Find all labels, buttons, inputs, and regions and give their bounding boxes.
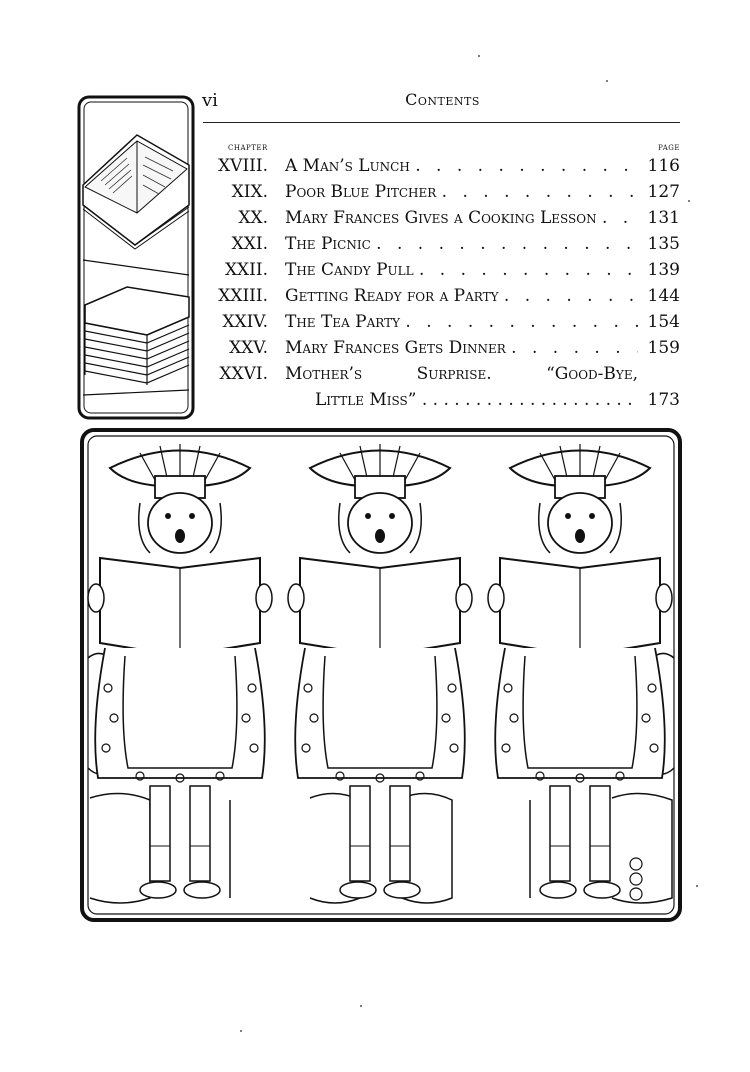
leader-dots: . . . . . . . . . . . . . . . . . . . . … [376,234,638,254]
chapter-title: Getting Ready for a Party . . . . . . . … [285,286,638,306]
page-folio: vi [202,90,218,111]
table-of-contents: CHAPTER PAGE XVIII. A Man’s Lunch . . . .… [200,144,684,416]
toc-entry: XXVI. Mother’s Surprise. “Good-Bye, [200,364,684,390]
running-title: Contents [405,90,480,109]
page-number: 159 [647,338,680,358]
chapter-title: Mary Frances Gets Dinner . . . . . . . .… [285,338,638,358]
leader-dots: . . . . . . . . . . . . . . . . . . . . … [418,260,638,280]
toc-entry: XXII. The Candy Pull . . . . . . . . . . … [200,260,684,286]
leader-dots: . . . . . . . . . . . . . . . . . . . . … [601,208,638,228]
column-labels: CHAPTER PAGE [200,144,684,156]
chapter-number: XXV. [229,338,268,358]
three-girls-illustration [80,428,682,922]
chapter-title-line-1: Mother’s Surprise. “Good-Bye, [285,364,638,384]
chapter-title: Mary Frances Gives a Cooking Lesson . . … [285,208,638,228]
page-number: 135 [647,234,680,254]
chapter-number: XXVI. [219,364,268,384]
page-number: 127 [647,182,680,202]
chapter-title: The Tea Party . . . . . . . . . . . . . … [285,312,638,332]
page-number: 173 [647,390,680,410]
toc-entry: XVIII. A Man’s Lunch . . . . . . . . . . … [200,156,684,182]
page-number: 131 [647,208,680,228]
chapter-title: The Picnic . . . . . . . . . . . . . . .… [285,234,638,254]
chapter-number: XXI. [231,234,268,254]
toc-entry: XXIV. The Tea Party . . . . . . . . . . .… [200,312,684,338]
artist-monogram-icon [629,857,643,901]
toc-entry: XX. Mary Frances Gives a Cooking Lesson .… [200,208,684,234]
page-number: 139 [647,260,680,280]
chapter-title: The Candy Pull . . . . . . . . . . . . .… [285,260,638,280]
chapter-title: A Man’s Lunch . . . . . . . . . . . . . … [285,156,638,176]
chapter-number: XXII. [224,260,268,280]
toc-entry-continuation: Little Miss” . . . . . . . . . . . . . .… [200,390,684,416]
chapter-column-label: CHAPTER [228,144,268,152]
page-number: 144 [647,286,680,306]
toc-entries: XVIII. A Man’s Lunch . . . . . . . . . . … [200,156,684,364]
leader-dots: . . . . . . . . . . . . . . . . . . . . … [503,286,638,306]
leader-dots: . . . . . . . . . . . . . . . . . . . . … [415,156,638,176]
toc-entry: XXI. The Picnic . . . . . . . . . . . . .… [200,234,684,260]
chapter-number: XX. [238,208,268,228]
leader-dots: . . . . . . . . . . . . . . . . . . . . … [511,338,638,358]
girl-figure [87,444,273,899]
toc-entry: XIX. Poor Blue Pitcher . . . . . . . . . … [200,182,684,208]
header-rule [203,122,680,123]
page-number: 154 [647,312,680,332]
leader-dots: . . . . . . . . . . . . . . . . . . . . … [421,390,638,410]
chapter-title: Poor Blue Pitcher . . . . . . . . . . . … [285,182,638,202]
chapter-number: XIX. [231,182,268,202]
chapter-number: XXIII. [218,286,268,306]
toc-entry: XXIII. Getting Ready for a Party . . . . … [200,286,684,312]
page-header: vi Contents [200,90,685,114]
chapter-number: XXIV. [222,312,268,332]
page-column-label: PAGE [658,144,680,152]
chapter-title-line-2: Little Miss” . . . . . . . . . . . . . .… [315,390,638,410]
leader-dots: . . . . . . . . . . . . . . . . . . . . … [441,182,638,202]
leader-dots: . . . . . . . . . . . . . . . . . . . . … [405,312,638,332]
page-number: 116 [647,156,680,176]
chapter-number: XVIII. [218,156,268,176]
toc-entry: XXV. Mary Frances Gets Dinner . . . . . .… [200,338,684,364]
book-stack-illustration [77,95,195,420]
